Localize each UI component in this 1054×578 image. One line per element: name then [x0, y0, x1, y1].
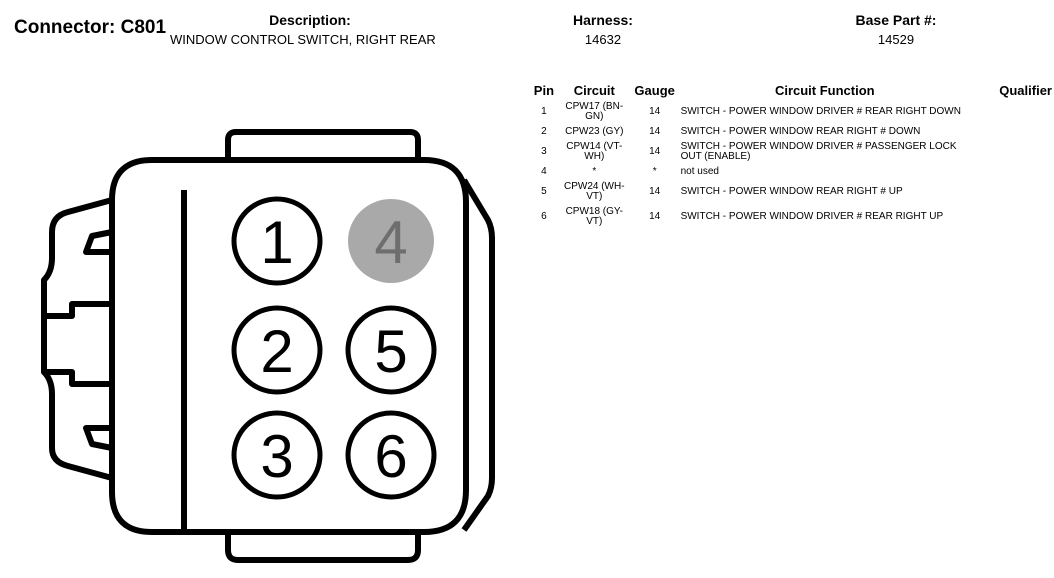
pin-circle	[231, 410, 323, 500]
column-header-circuit: Circuit	[573, 83, 615, 98]
pin-circle	[348, 199, 434, 283]
pin-cavity-5: 5	[345, 305, 437, 395]
column-header-pin: Pin	[533, 83, 555, 98]
base-part-value: 14529	[877, 32, 915, 47]
cell-function: SWITCH - POWER WINDOW DRIVER # PASSENGER…	[680, 141, 957, 162]
harness-label: Harness:	[573, 12, 633, 28]
cell-circuit: CPW17 (BN-GN)	[565, 101, 624, 122]
cell-pin: 1	[541, 106, 547, 117]
cell-circuit: CPW14 (VT-WH)	[566, 141, 623, 162]
bottom-latch-tab	[225, 532, 421, 563]
cell-gauge: 14	[649, 146, 661, 157]
cell-circuit: CPW24 (WH-VT)	[564, 181, 625, 202]
table-header-row: Pin Circuit Gauge Circuit Function Quali…	[530, 83, 1054, 100]
connector-title: Connector: C801	[14, 17, 167, 38]
pin-circle	[231, 196, 323, 286]
cell-circuit: *	[592, 166, 597, 177]
harness-value: 14632	[584, 32, 622, 47]
cell-pin: 6	[541, 211, 547, 222]
cell-function: not used	[680, 166, 719, 177]
pin-cavity-2: 2	[231, 305, 323, 395]
cell-function: SWITCH - POWER WINDOW DRIVER # REAR RIGH…	[680, 211, 944, 222]
pin-cavity-1: 1	[231, 196, 323, 286]
cell-function: SWITCH - POWER WINDOW REAR RIGHT # UP	[680, 186, 903, 197]
table-row: 5 CPW24 (WH-VT) 14 SWITCH - POWER WINDOW…	[530, 180, 1054, 205]
table-row: 6 CPW18 (GY-VT) 14 SWITCH - POWER WINDOW…	[530, 205, 1054, 230]
cell-circuit: CPW23 (GY)	[565, 126, 624, 137]
pin-number: 1	[260, 209, 293, 276]
pin-circle	[345, 410, 437, 500]
column-header-gauge: Gauge	[634, 83, 675, 98]
cell-gauge: *	[652, 166, 657, 177]
cell-gauge: 14	[649, 126, 661, 137]
table-row: 1 CPW17 (BN-GN) 14 SWITCH - POWER WINDOW…	[530, 100, 1054, 125]
pin-circle	[231, 305, 323, 395]
cell-pin: 5	[541, 186, 547, 197]
cell-pin: 2	[541, 126, 547, 137]
table-row: 3 CPW14 (VT-WH) 14 SWITCH - POWER WINDOW…	[530, 140, 1054, 165]
cell-function: SWITCH - POWER WINDOW DRIVER # REAR RIGH…	[680, 106, 961, 117]
description-label: Description:	[269, 12, 351, 28]
cell-circuit: CPW18 (GY-VT)	[565, 206, 623, 227]
cell-function: SWITCH - POWER WINDOW REAR RIGHT # DOWN	[680, 126, 921, 137]
pin-cavity-3: 3	[231, 410, 323, 500]
base-part-label: Base Part #:	[855, 12, 937, 28]
pin-number: 3	[260, 423, 293, 490]
pin-circle	[345, 305, 437, 395]
cell-gauge: 14	[649, 186, 661, 197]
pin-cavity-4: 4	[348, 199, 434, 283]
pin-number: 4	[374, 209, 407, 276]
left-lower-prong	[83, 425, 113, 451]
left-upper-prong	[83, 229, 113, 255]
table-row: 2 CPW23 (GY) 14 SWITCH - POWER WINDOW RE…	[530, 125, 1054, 140]
pinout-table: Pin Circuit Gauge Circuit Function Quali…	[530, 83, 1054, 230]
left-lock-block	[41, 301, 112, 387]
cell-pin: 3	[541, 146, 547, 157]
right-side-rail	[461, 178, 495, 532]
top-latch-tab	[225, 129, 421, 160]
pin-number: 5	[374, 318, 407, 385]
pin-number: 6	[374, 423, 407, 490]
pin-cavity-6: 6	[345, 410, 437, 500]
column-header-qualifier: Qualifier	[999, 83, 1052, 98]
pin-number: 2	[260, 318, 293, 385]
cell-gauge: 14	[649, 211, 661, 222]
cell-gauge: 14	[649, 106, 661, 117]
column-header-function: Circuit Function	[774, 83, 875, 98]
cell-pin: 4	[541, 166, 547, 177]
pin-cavities: 1 4 2 5 3 6	[231, 196, 437, 500]
description-value: WINDOW CONTROL SWITCH, RIGHT REAR	[170, 32, 436, 47]
table-row: 4 * * not used	[530, 165, 1054, 180]
